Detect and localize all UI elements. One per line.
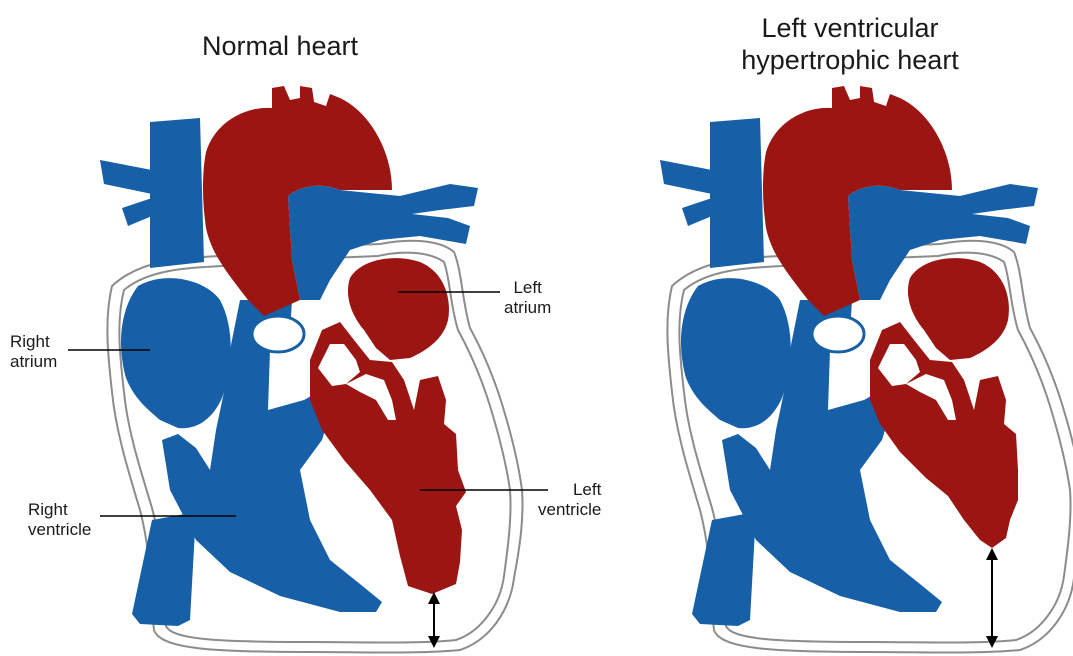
normal-heart-illustration (68, 86, 548, 653)
normal-heart-title: Normal heart (160, 30, 400, 62)
label-left-atrium-line1: Left (504, 278, 551, 298)
hypertrophic-title-line1: Left ventricular (700, 12, 1000, 44)
label-right-atrium: Right atrium (10, 332, 57, 372)
hypertrophic-title-line2: hypertrophic heart (700, 44, 1000, 76)
label-left-atrium-line2: atrium (504, 298, 551, 318)
label-left-ventricle: Left ventricle (538, 480, 601, 520)
wall-thickness-arrow-hypertrophic (986, 548, 998, 648)
label-right-ventricle-line2: ventricle (28, 520, 91, 540)
hypertrophic-heart-illustration (660, 86, 1073, 653)
label-right-atrium-line1: Right (10, 332, 57, 352)
label-right-atrium-line2: atrium (10, 352, 57, 372)
label-left-atrium: Left atrium (504, 278, 551, 318)
hypertrophic-heart-title: Left ventricular hypertrophic heart (700, 12, 1000, 76)
label-right-ventricle-line1: Right (28, 500, 91, 520)
label-left-ventricle-line2: ventricle (538, 500, 601, 520)
label-left-ventricle-line1: Left (538, 480, 601, 500)
wall-thickness-arrow-normal (428, 592, 440, 648)
label-right-ventricle: Right ventricle (28, 500, 91, 540)
